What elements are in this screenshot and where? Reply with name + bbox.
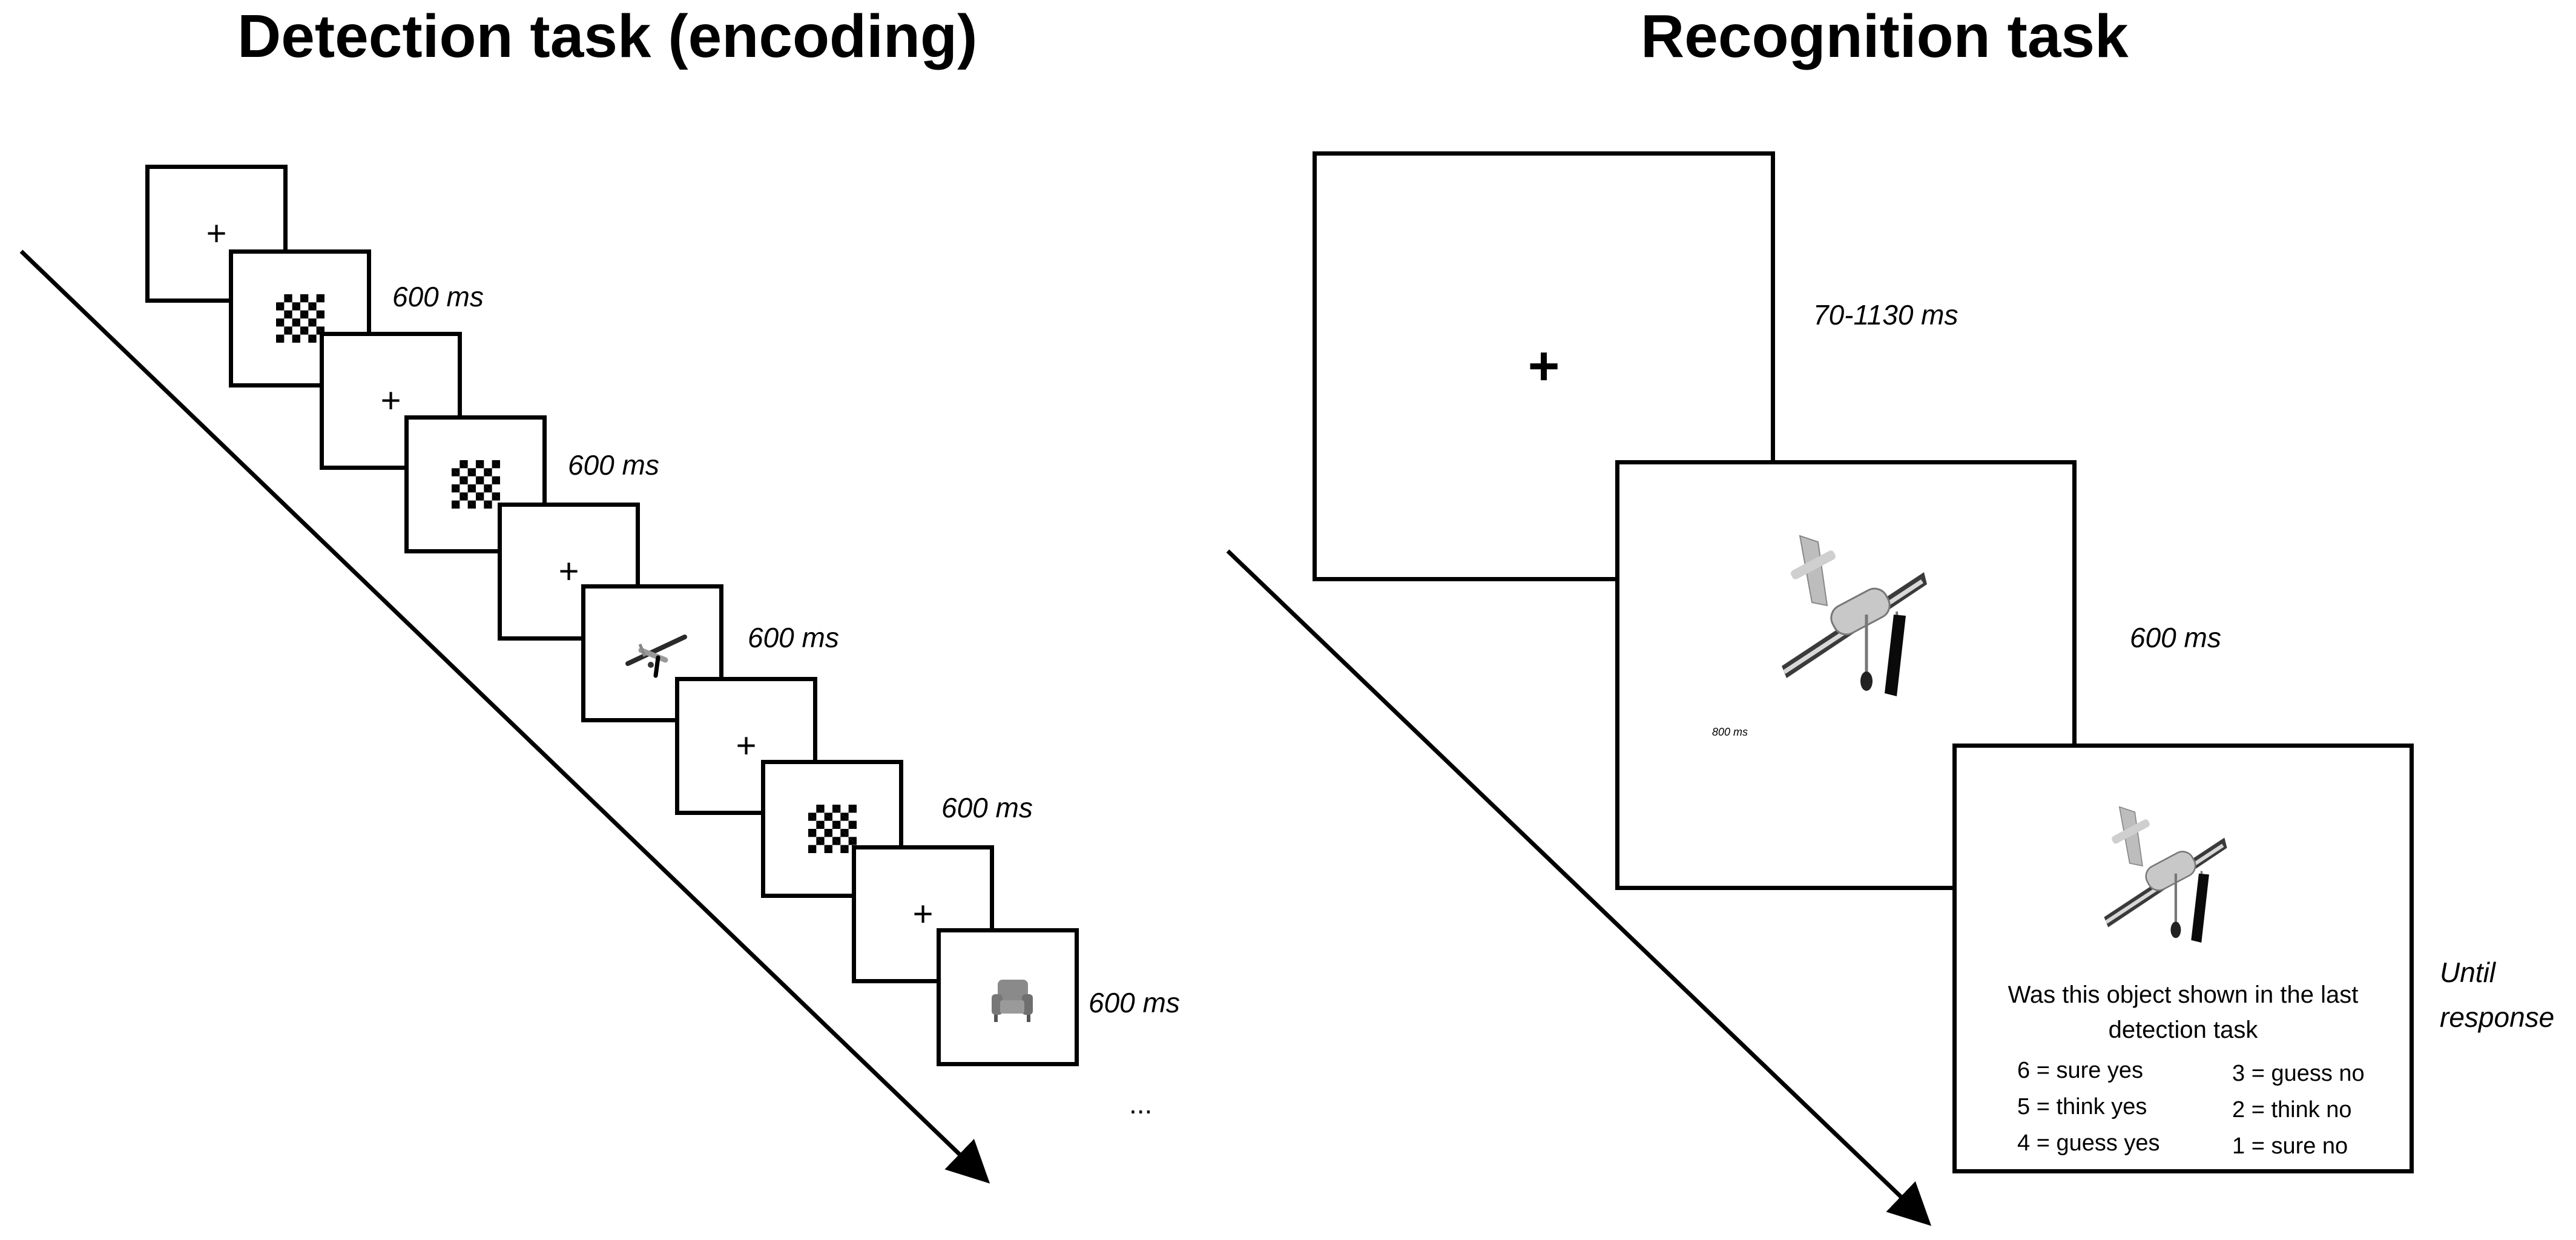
fixation-cross: +	[1527, 336, 1560, 397]
recognition-question-line-1: Was this object shown in the last	[2008, 981, 2359, 1008]
airplane-icon	[1782, 535, 1927, 696]
detection-frame-4-checkerboard	[404, 415, 547, 553]
recognition-question-line-2: detection task	[2108, 1017, 2258, 1043]
detection-frame-2-checkerboard	[229, 249, 371, 388]
recognition-response-timing-line-2: response	[2440, 1001, 2555, 1033]
recognition-fixation-timing: 70-1130 ms	[1813, 299, 1958, 331]
recognition-object-timing: 600 ms	[2130, 622, 2221, 653]
detection-timing-3: 600 ms	[748, 622, 839, 653]
airplane-icon	[2104, 806, 2227, 943]
detection-timing-2: 600 ms	[568, 449, 659, 481]
fixation-cross: +	[912, 894, 934, 934]
armchair-icon	[992, 980, 1033, 1022]
detection-timing-4: 600 ms	[941, 792, 1033, 823]
detection-task-title: Detection task (encoding)	[237, 2, 978, 70]
detection-frame-10-object	[937, 928, 1079, 1066]
fixation-cross: +	[380, 381, 401, 420]
response-option-3: 3 = guess no	[2232, 1061, 2365, 1086]
recognition-response-frame: Was this object shown in the last detect…	[1952, 744, 2414, 1173]
checkerboard-icon	[808, 805, 857, 853]
recognition-time-arrow	[1226, 549, 1932, 1226]
response-option-1: 1 = sure no	[2232, 1133, 2348, 1159]
checkerboard-icon	[275, 294, 324, 343]
airplane-icon	[625, 635, 687, 678]
fixation-cross: +	[206, 214, 227, 253]
recognition-task-title: Recognition task	[1641, 2, 2129, 70]
fixation-cross: +	[558, 552, 579, 591]
fixation-cross: +	[736, 726, 757, 765]
response-option-4: 4 = guess yes	[2017, 1130, 2160, 1156]
detection-timing-5: 600 ms	[1089, 987, 1180, 1018]
object-small-note: 800 ms	[1712, 726, 1748, 738]
detection-time-arrow	[19, 249, 990, 1184]
detection-ellipsis: ...	[1129, 1088, 1153, 1120]
detection-timing-1: 600 ms	[392, 281, 484, 312]
detection-frame-3-fixation: +	[320, 332, 462, 470]
response-option-2: 2 = think no	[2232, 1097, 2352, 1123]
response-option-5: 5 = think yes	[2017, 1094, 2147, 1120]
recognition-response-timing-line-1: Until	[2440, 957, 2496, 988]
detection-frame-1-fixation: +	[145, 165, 288, 303]
response-option-6: 6 = sure yes	[2017, 1058, 2144, 1083]
checkerboard-icon	[451, 460, 500, 509]
